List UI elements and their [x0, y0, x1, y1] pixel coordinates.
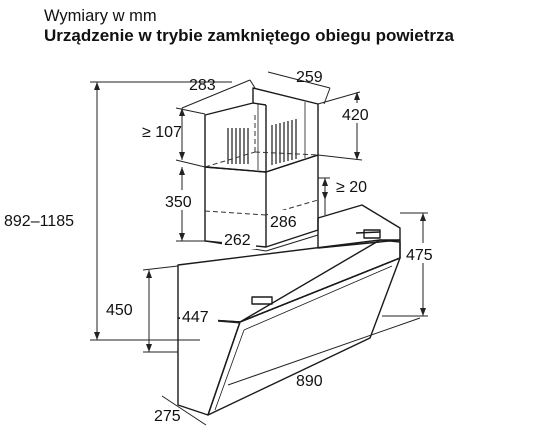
hood-body — [177, 239, 401, 416]
label-base-depth: 275 — [154, 408, 181, 425]
label-hood-bottom-height: 450 — [106, 302, 133, 319]
label-chimney-top-width: 283 — [189, 77, 216, 94]
label-overall-height: 892–1185 — [4, 213, 74, 230]
units-label: Wymiary w mm — [44, 7, 157, 25]
header: Wymiary w mm Urządzenie w trybie zamknię… — [44, 6, 534, 46]
label-upper-chimney-height: 420 — [342, 107, 369, 124]
label-chimney-top-depth: 259 — [296, 69, 323, 86]
label-chimney-depth: 286 — [270, 214, 297, 231]
label-hood-width: 890 — [296, 373, 323, 390]
label-lower-chimney-height: 350 — [165, 194, 192, 211]
label-chimney-width: 262 — [224, 232, 251, 249]
vent-slots — [227, 119, 297, 165]
hidden-lines — [204, 115, 319, 216]
upper-chimney — [204, 87, 319, 173]
label-hood-height: 475 — [406, 247, 433, 264]
label-min-gap: ≥ 20 — [336, 179, 367, 196]
arrowheads — [94, 82, 426, 352]
lower-chimney — [204, 154, 319, 248]
label-top-clearance: ≥ 107 — [142, 124, 182, 141]
mounting-plate — [317, 204, 401, 249]
label-hood-depth: 447 — [182, 309, 209, 326]
dimension-labels: 892–1185 283 259 ≥ 107 420 350 ≥ 20 262 … — [2, 69, 442, 425]
diagram-title: Urządzenie w trybie zamkniętego obiegu p… — [44, 26, 454, 45]
